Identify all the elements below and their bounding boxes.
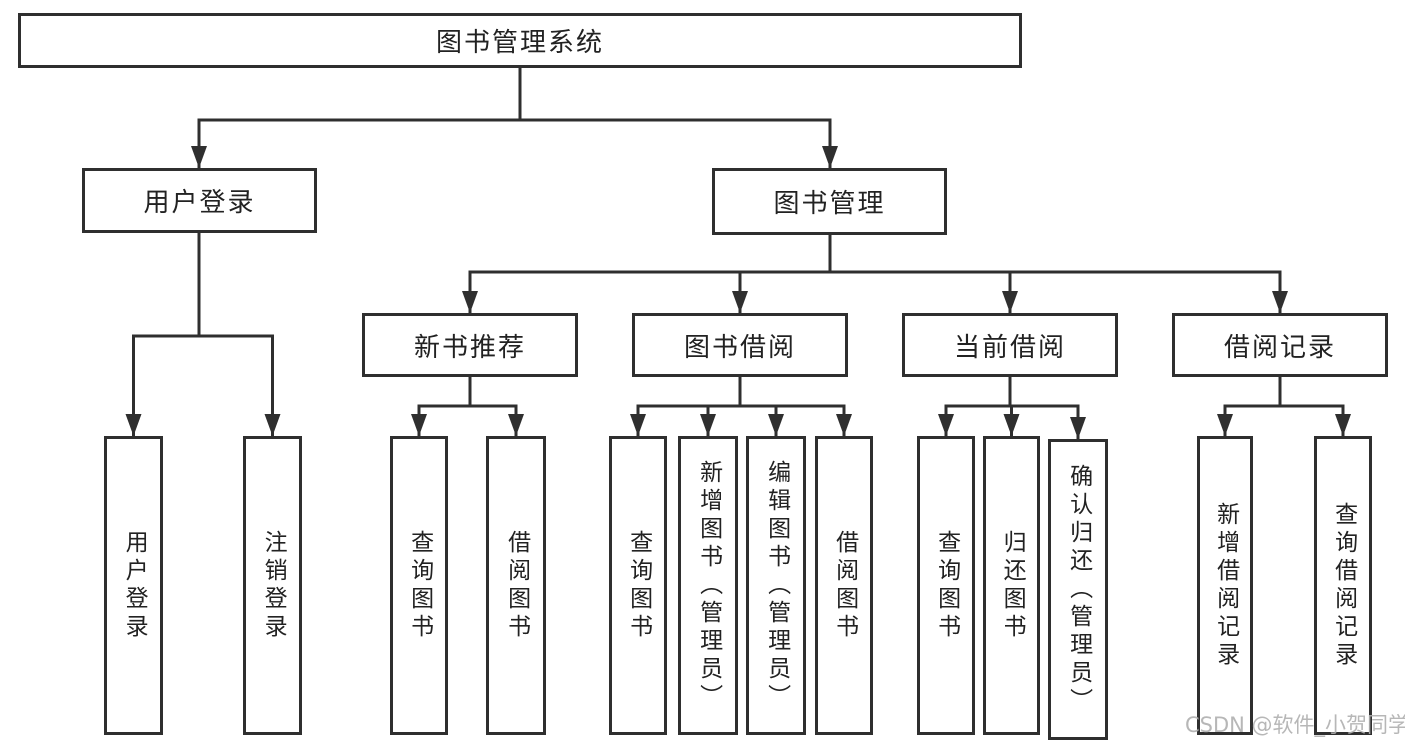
node-user-login: 用户登录 xyxy=(82,168,317,233)
leaf-borrow-books-2-label: 借阅图书 xyxy=(831,529,858,642)
leaf-edit-books-admin-label: 编辑图书（管理员） xyxy=(763,459,790,712)
leaf-query-books-2-label: 查询图书 xyxy=(625,529,652,642)
node-new-books-label: 新书推荐 xyxy=(413,332,526,363)
node-root-label: 图书管理系统 xyxy=(435,28,604,58)
leaf-borrow-books-1: 借阅图书 xyxy=(486,436,546,735)
leaf-query-borrow-record-label: 查询借阅记录 xyxy=(1330,501,1357,670)
leaf-add-borrow-record: 新增借阅记录 xyxy=(1197,436,1253,735)
node-book-borrow-label: 图书借阅 xyxy=(683,332,796,363)
node-borrow-records-label: 借阅记录 xyxy=(1223,332,1336,363)
leaf-logout: 注销登录 xyxy=(243,436,302,735)
node-root: 图书管理系统 xyxy=(18,13,1022,68)
node-new-books: 新书推荐 xyxy=(362,313,578,377)
leaf-logout-label: 注销登录 xyxy=(260,529,287,642)
node-current-borrow: 当前借阅 xyxy=(902,313,1118,377)
leaf-query-books-2: 查询图书 xyxy=(609,436,667,735)
leaf-return-books-label: 归还图书 xyxy=(999,529,1026,642)
leaf-return-books: 归还图书 xyxy=(983,436,1040,735)
node-user-login-label: 用户登录 xyxy=(143,188,256,218)
node-book-borrow: 图书借阅 xyxy=(632,313,848,377)
leaf-query-books-1-label: 查询图书 xyxy=(406,529,433,642)
leaf-borrow-books-2: 借阅图书 xyxy=(815,436,873,735)
leaf-borrow-books-1-label: 借阅图书 xyxy=(503,529,530,642)
leaf-query-books-3-label: 查询图书 xyxy=(933,529,960,642)
csdn-watermark: CSDN @软件_小贺同学 xyxy=(1185,713,1405,737)
leaf-query-borrow-record: 查询借阅记录 xyxy=(1314,436,1372,735)
leaf-query-books-3: 查询图书 xyxy=(917,436,975,735)
leaf-confirm-return-admin: 确认归还（管理员） xyxy=(1048,439,1108,740)
leaf-user-login-label: 用户登录 xyxy=(121,529,148,642)
leaf-edit-books-admin: 编辑图书（管理员） xyxy=(746,436,806,735)
node-borrow-records: 借阅记录 xyxy=(1172,313,1388,377)
leaf-user-login: 用户登录 xyxy=(104,436,163,735)
leaf-add-borrow-record-label: 新增借阅记录 xyxy=(1212,501,1239,670)
leaf-query-books-1: 查询图书 xyxy=(390,436,448,735)
node-book-management-label: 图书管理 xyxy=(773,189,886,219)
leaf-confirm-return-admin-label: 确认归还（管理员） xyxy=(1065,463,1092,716)
leaf-add-books-admin: 新增图书（管理员） xyxy=(678,436,738,735)
leaf-add-books-admin-label: 新增图书（管理员） xyxy=(695,459,722,712)
node-book-management: 图书管理 xyxy=(712,168,947,235)
node-current-borrow-label: 当前借阅 xyxy=(953,332,1066,363)
